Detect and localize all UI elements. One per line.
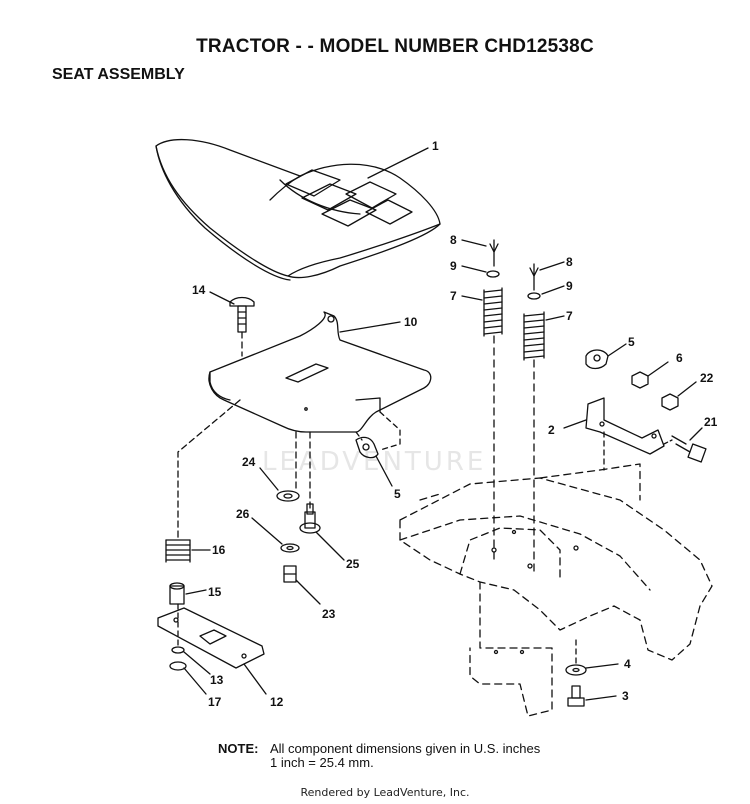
callout-24: 24 (242, 455, 256, 469)
coil-spring-right-part[interactable] (523, 311, 545, 361)
callout-2: 2 (548, 423, 555, 437)
callout-16: 16 (212, 543, 226, 557)
seat-bracket-part[interactable] (585, 397, 665, 455)
callout-5-left: 5 (394, 487, 401, 501)
hex-nut-part[interactable] (631, 371, 649, 389)
callout-6: 6 (676, 351, 683, 365)
note-line-2: 1 inch = 25.4 mm. (270, 755, 374, 770)
watermark-text: LEADVENTURE (262, 447, 486, 477)
clip-part[interactable] (585, 349, 609, 370)
nut-part[interactable] (171, 646, 185, 654)
callout-10: 10 (404, 315, 418, 329)
callout-25: 25 (346, 557, 360, 571)
callout-3: 3 (622, 689, 629, 703)
callout-7-left: 7 (450, 289, 457, 303)
callout-15: 15 (208, 585, 222, 599)
washer-9-right-part[interactable] (527, 292, 541, 300)
callout-12: 12 (270, 695, 284, 709)
washer-26-part[interactable] (280, 543, 300, 553)
carriage-bolt-part[interactable] (229, 296, 255, 333)
callout-4: 4 (624, 657, 631, 671)
note-line-1: All component dimensions given in U.S. i… (270, 741, 541, 756)
shoulder-bolt-part[interactable] (299, 503, 321, 534)
note-label: NOTE: (218, 741, 259, 756)
callout-21: 21 (704, 415, 718, 429)
callout-7-right: 7 (566, 309, 573, 323)
callout-8-left: 8 (450, 233, 457, 247)
footer-credit: Rendered by LeadVenture, Inc. (300, 786, 470, 799)
page-title: TRACTOR - - MODEL NUMBER CHD12538C (196, 36, 594, 57)
seat-part[interactable] (155, 138, 441, 281)
callout-9-right: 9 (566, 279, 573, 293)
bracket-plate-part[interactable] (157, 607, 265, 669)
washer-9-part[interactable] (486, 270, 500, 278)
callout-5-right: 5 (628, 335, 635, 349)
flange-nut-part[interactable] (661, 393, 679, 411)
callout-13: 13 (210, 673, 224, 687)
tractor-frame (399, 463, 713, 717)
washer-part[interactable] (276, 490, 300, 502)
callout-1: 1 (432, 139, 439, 153)
lock-washer-part[interactable] (169, 661, 187, 671)
callout-22: 22 (700, 371, 714, 385)
callout-8-right: 8 (566, 255, 573, 269)
callout-26: 26 (236, 507, 250, 521)
flat-washer-part[interactable] (565, 664, 587, 676)
callout-9-left: 9 (450, 259, 457, 273)
hinge-part[interactable] (355, 436, 379, 459)
section-title: SEAT ASSEMBLY (52, 66, 185, 83)
callout-23: 23 (322, 607, 336, 621)
coil-spring-left-part[interactable] (483, 287, 503, 337)
callout-17: 17 (208, 695, 222, 709)
flange-bolt-part[interactable] (671, 435, 707, 463)
note-block: NOTE: All component dimensions given in U… (218, 742, 540, 770)
spring-part[interactable] (165, 539, 191, 563)
hex-bolt-3-part[interactable] (567, 685, 585, 707)
seat-pan-part[interactable] (208, 311, 432, 433)
hex-bolt-part[interactable] (283, 565, 297, 583)
spacer-part[interactable] (169, 582, 185, 605)
callout-14: 14 (192, 283, 206, 297)
